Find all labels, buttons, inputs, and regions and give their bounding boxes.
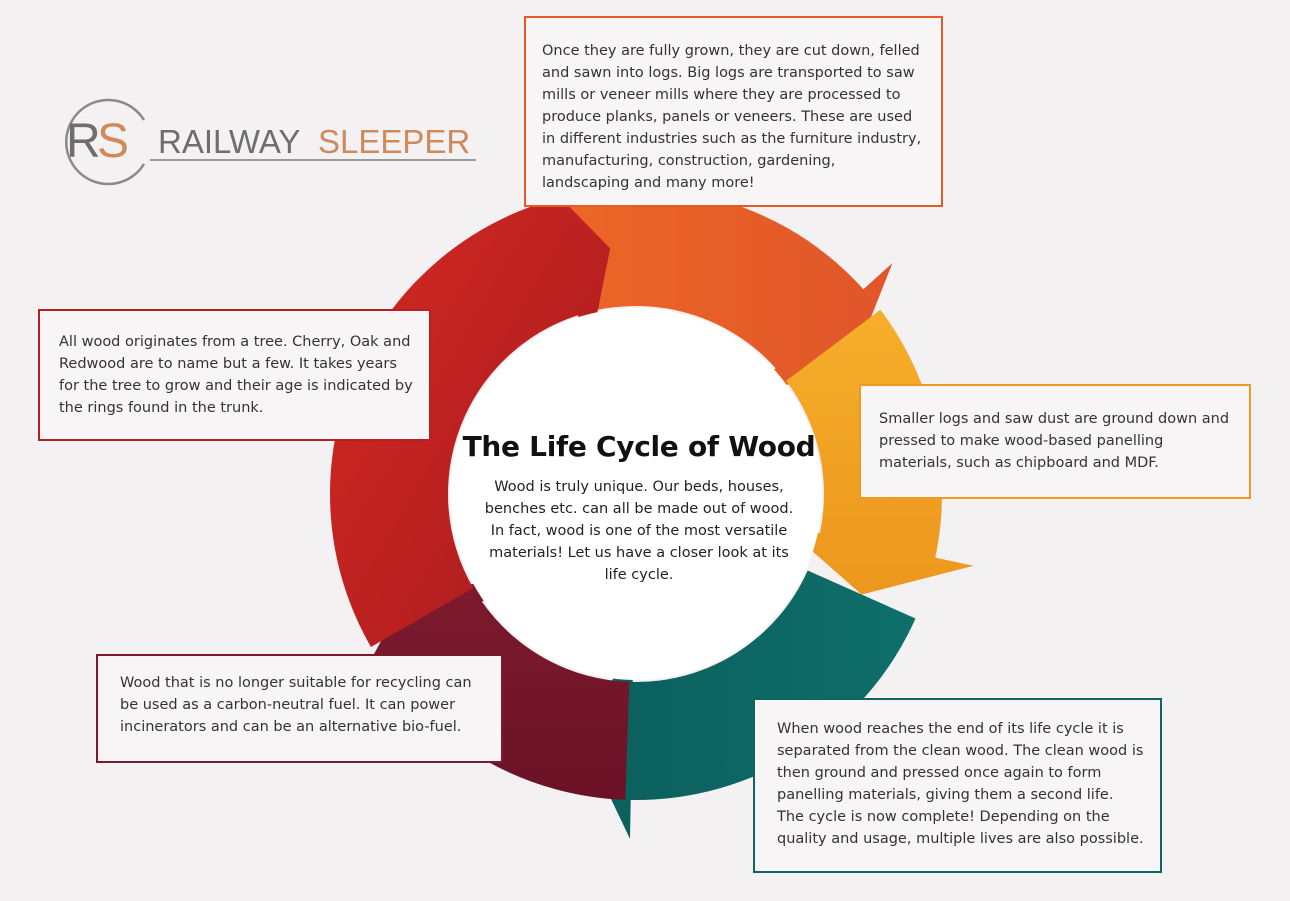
cycle-arrow-recycle bbox=[580, 570, 916, 839]
diagram-description: Wood is truly unique. Our beds, houses, … bbox=[484, 479, 794, 583]
logo-word-railway: RAILWAY bbox=[158, 123, 300, 160]
diagram-title: The Life Cycle of Wood bbox=[462, 430, 816, 463]
cycle-arrow-tree bbox=[330, 165, 611, 647]
logo-initial-r: R bbox=[66, 115, 101, 168]
railway-sleeper-logo: R S RAILWAY SLEEPER bbox=[65, 98, 476, 186]
cycle-center-disc bbox=[450, 308, 822, 680]
stage-box-fuel: Wood that is no longer suitable for recy… bbox=[96, 654, 503, 763]
stage-text-panels: Smaller logs and saw dust are ground dow… bbox=[879, 411, 1230, 471]
stage-box-tree: All wood originates from a tree. Cherry,… bbox=[38, 309, 431, 441]
stage-box-recycle: When wood reaches the end of its life cy… bbox=[753, 698, 1162, 873]
stage-text-tree: All wood originates from a tree. Cherry,… bbox=[59, 334, 413, 416]
stage-text-fuel: Wood that is no longer suitable for recy… bbox=[120, 675, 472, 735]
cycle-arrow-felling bbox=[506, 188, 893, 394]
logo-ring-icon bbox=[65, 98, 146, 186]
stage-text-felling: Once they are fully grown, they are cut … bbox=[542, 43, 922, 191]
logo-word-sleeper: SLEEPER bbox=[318, 123, 470, 160]
stage-text-recycle: When wood reaches the end of its life cy… bbox=[777, 721, 1144, 847]
logo-initial-s: S bbox=[97, 115, 129, 168]
stage-box-felling: Once they are fully grown, they are cut … bbox=[524, 16, 943, 207]
stage-box-panels: Smaller logs and saw dust are ground dow… bbox=[859, 384, 1251, 499]
